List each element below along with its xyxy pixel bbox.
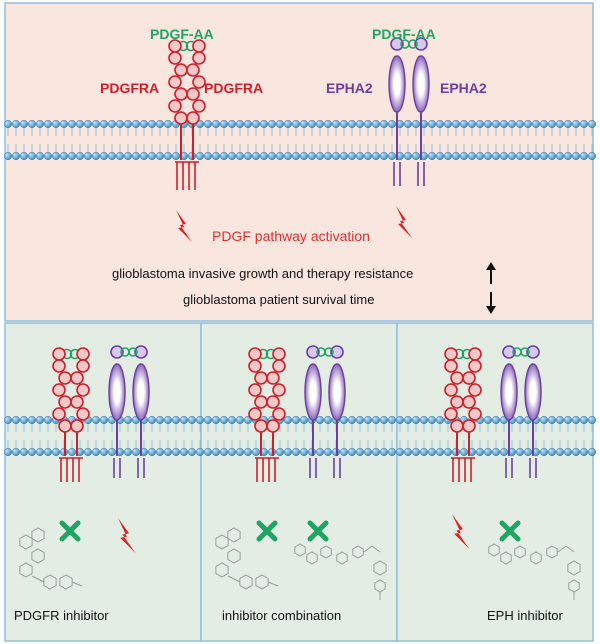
inhibition-cross-icon [256,520,278,542]
epha2-label-right: EPHA2 [440,80,487,96]
pdgfra-receptor-panel-2 [248,347,286,482]
epha2-label-left: EPHA2 [326,80,373,96]
down-arrow-icon [486,292,496,314]
epha2-receptor-panel-3 [500,345,542,478]
panel-label-eph-inhibitor: EPH inhibitor [487,608,563,623]
lightning-bolt-icon [176,210,192,242]
epha2-receptor-top [388,37,430,186]
top-panel [4,2,594,322]
pdgfra-label-left: PDGFRA [100,80,160,96]
chemical-structure-icon [215,527,279,590]
inhibition-cross-icon [307,520,329,542]
inhibition-cross-icon [499,520,521,542]
lightning-bolt-icon [396,206,412,238]
chemical-structure-icon [19,527,83,590]
ligand-label-2: PDGF-AA [372,26,436,42]
pdgfra-receptor-panel-1 [52,347,90,482]
effect-line-1: glioblastoma invasive growth and therapy… [112,266,414,281]
lightning-group [118,206,470,554]
pdgfra-receptor-top [168,39,206,190]
chemical-structure-icon [488,543,581,600]
epha2-receptor-panel-1 [108,345,150,478]
lightning-bolt-icon [118,518,136,554]
pdgfra-receptor-panel-3 [444,347,482,482]
lightning-bolt-icon [452,514,470,550]
cell-membrane-top [4,120,596,160]
epha2-receptor-panel-2 [304,345,346,478]
panel-label-pdgfr-inhibitor: PDGFR inhibitor [14,608,109,623]
up-arrow-icon [486,262,496,284]
inhibition-cross-icon [59,520,81,542]
bottom-panel-right [396,322,594,642]
receptor-group [52,37,542,482]
pdgfra-label-right: PDGFRA [204,80,264,96]
panel-label-combination: inhibitor combination [222,608,342,623]
pathway-activation-label: PDGF pathway activation [212,228,370,244]
bottom-panel-left [4,322,202,642]
effect-line-2: glioblastoma patient survival time [183,292,375,307]
chemical-structure-icon [294,543,387,600]
ligand-label-1: PDGF-AA [150,26,214,42]
inhibitor-group [19,520,581,600]
bottom-panel-middle [200,322,398,642]
